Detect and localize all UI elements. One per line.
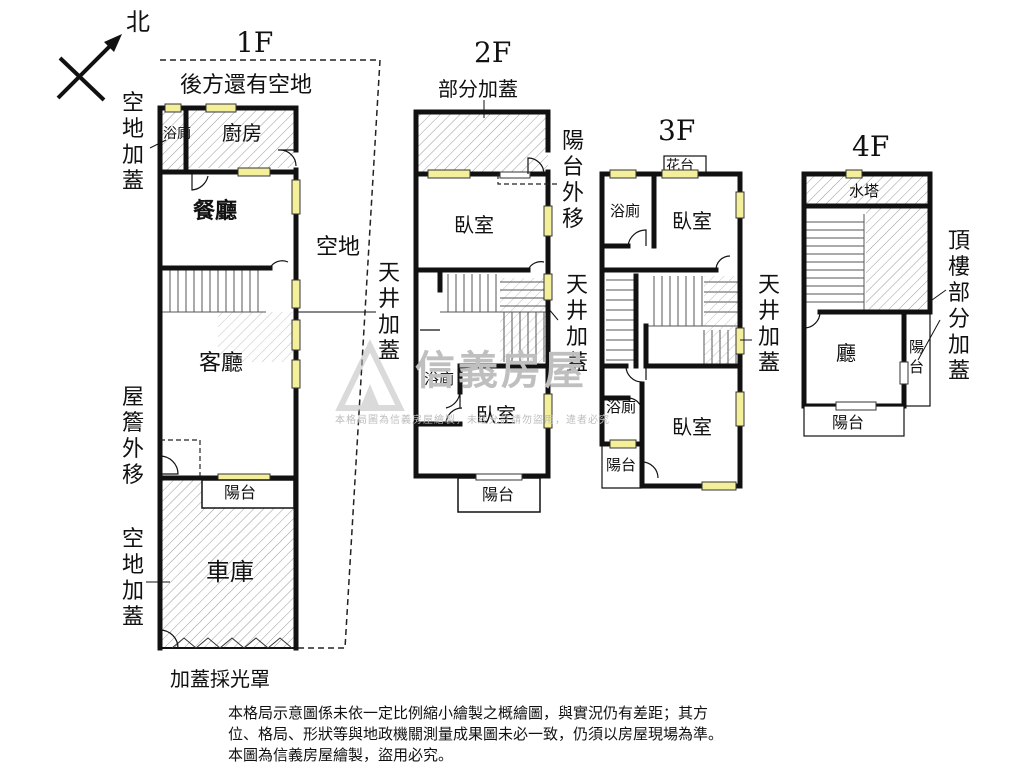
room-1f-kitchen: 廚房 <box>222 121 262 145</box>
floor-2f-title: 2F <box>474 36 511 69</box>
disclaimer-line-2: 位、格局、形狀等與地政機關測量成果圖未必一致，仍須以房屋現場為準。 <box>228 725 724 743</box>
watermark-subtext: 本格局圖為信義房屋繪製，未經允許請勿盜用，違者必究 <box>335 415 610 426</box>
floor-1f: 1F <box>122 26 400 691</box>
watermark-brand: 信義房屋 <box>415 348 587 394</box>
floor-1f-title: 1F <box>236 26 273 59</box>
room-2f-bedroom-bottom: 臥室 <box>476 403 516 427</box>
room-3f-bedroom-top: 臥室 <box>672 209 712 233</box>
label-1f-land-addition-top: 空地加蓋 <box>122 91 144 194</box>
room-2f-bath: 浴廁 <box>424 370 454 388</box>
room-3f-bedroom-bottom: 臥室 <box>672 415 712 439</box>
room-3f-balcony: 陽台 <box>606 456 636 474</box>
room-2f-balcony: 陽台 <box>482 485 514 504</box>
label-2f-balcony-moved: 陽台外移 <box>562 129 584 232</box>
floor-4f: 4F 水塔 廳 <box>801 130 970 437</box>
room-1f-dining: 餐廳 <box>193 198 237 224</box>
compass: 北 <box>56 8 150 102</box>
label-open-land: 空地 <box>316 235 360 260</box>
room-1f-living: 客廳 <box>199 351 243 376</box>
floor-2f: 2F 部分加蓋 <box>413 36 588 513</box>
room-4f-water-tower: 水塔 <box>849 182 879 200</box>
label-4f-roof-addition: 頂樓部分加蓋 <box>948 229 970 384</box>
room-1f-bath: 浴廁 <box>163 125 191 142</box>
room-1f-balcony: 陽台 <box>224 483 256 502</box>
room-4f-balcony-bottom: 陽台 <box>832 413 864 432</box>
room-4f-balcony-side: 陽台 <box>909 338 924 376</box>
label-skylight: 加蓋採光罩 <box>170 667 270 691</box>
label-1f-land-addition-bottom: 空地加蓋 <box>122 527 144 630</box>
label-2f-courtyard-addition: 天井加蓋 <box>566 273 588 376</box>
watermark-logo <box>335 339 405 411</box>
label-1f-courtyard-addition: 天井加蓋 <box>378 261 400 364</box>
north-label: 北 <box>126 8 150 36</box>
label-1f-eave-moved: 屋簷外移 <box>122 385 144 488</box>
label-back-land: 後方還有空地 <box>180 73 312 98</box>
room-2f-bedroom-top: 臥室 <box>454 213 494 237</box>
disclaimer-line-3: 本圖為信義房屋繪製，盜用必究。 <box>228 746 454 764</box>
room-4f-hall: 廳 <box>836 341 856 365</box>
room-3f-bath-top: 浴廁 <box>610 202 640 220</box>
floor-3f-title: 3F <box>658 114 695 147</box>
floor-3f: 3F 花台 <box>599 114 780 491</box>
floor-4f-title: 4F <box>852 130 889 163</box>
label-3f-courtyard-addition: 天井加蓋 <box>758 273 780 376</box>
disclaimer-line-1: 本格局示意圖係未依一定比例縮小繪製之概繪圖，與實況仍有差距；其方 <box>228 704 709 722</box>
label-partial-addition: 部分加蓋 <box>438 77 518 101</box>
room-3f-bath-bottom: 浴廁 <box>606 398 636 416</box>
room-1f-garage: 車庫 <box>206 558 254 586</box>
